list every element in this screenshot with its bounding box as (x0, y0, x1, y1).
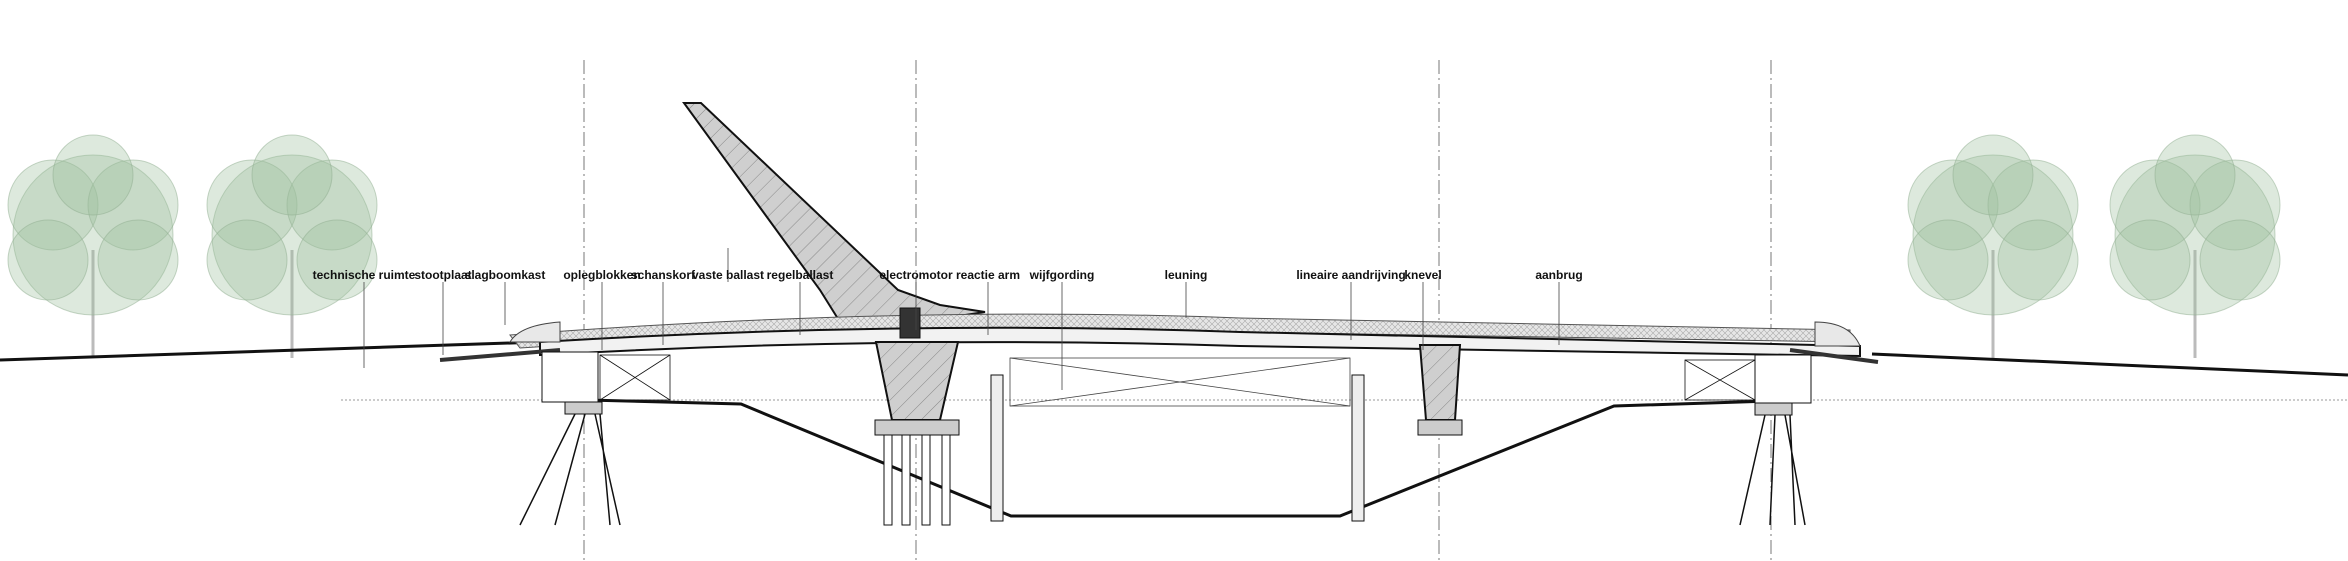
label-text: slagboomkast (465, 268, 546, 282)
label-text: leuning (1165, 268, 1208, 282)
label-oplegblokken: oplegblokken (563, 268, 641, 350)
abutment-nose-left (509, 321, 561, 343)
label-text: vaste ballast (692, 268, 764, 282)
label-text: electromotor (879, 268, 953, 282)
tree-icon (206, 134, 378, 358)
trees (7, 134, 2281, 358)
label-vaste-ballast: vaste ballast (692, 248, 764, 282)
label-electromotor: electromotor (879, 268, 953, 330)
canal-wall-right (1351, 374, 1365, 522)
abutment-left (519, 351, 671, 526)
label-text: regelballast (767, 268, 834, 282)
label-text: oplegblokken (563, 268, 640, 282)
label-stootplaat: stootplaat (414, 268, 472, 355)
abutment-right (1684, 354, 1812, 526)
tree-icon (2109, 134, 2281, 358)
label-text: technische ruimte (313, 268, 416, 282)
main-pier (874, 307, 960, 526)
tree-icon (7, 134, 179, 358)
label-aanbrug: aanbrug (1535, 268, 1583, 345)
label-text: knevel (1404, 268, 1441, 282)
label-text: schanskorf (631, 268, 696, 282)
label-technische-ruimte: technische ruimte (313, 268, 416, 368)
stootplaat-plate (439, 348, 561, 362)
canal-wall-left (990, 374, 1004, 522)
label-slagboomkast: slagboomkast (465, 268, 546, 325)
canal-bed (586, 398, 1772, 518)
secondary-pier (1417, 344, 1463, 436)
label-knevel: knevel (1404, 268, 1442, 350)
tree-icon (1907, 134, 2079, 358)
label-text: wijfgording (1029, 268, 1095, 282)
label-leuning: leuning (1165, 268, 1208, 318)
ground-line-right (1871, 352, 2348, 377)
label-text: reactie arm (956, 268, 1020, 282)
label-text: aanbrug (1535, 268, 1582, 282)
bascule-mast (682, 102, 986, 345)
label-wijfgording: wijfgording (1029, 268, 1095, 390)
label-regelballast: regelballast (767, 268, 834, 335)
ship-clearance (1009, 357, 1351, 407)
ground-line-left (0, 340, 541, 362)
stootplaat-plate-right (1789, 348, 1879, 364)
label-reactie-arm: reactie arm (956, 268, 1020, 335)
abutment-nose-right (1814, 321, 1861, 347)
label-text: lineaire aandrijving (1296, 268, 1405, 282)
label-text: stootplaat (414, 268, 471, 282)
label-schanskorf: schanskorf (631, 268, 696, 345)
bridge-deck (539, 326, 1861, 358)
label-lineaire-aandrijving: lineaire aandrijving (1296, 268, 1406, 340)
axis-lines (583, 60, 1772, 561)
